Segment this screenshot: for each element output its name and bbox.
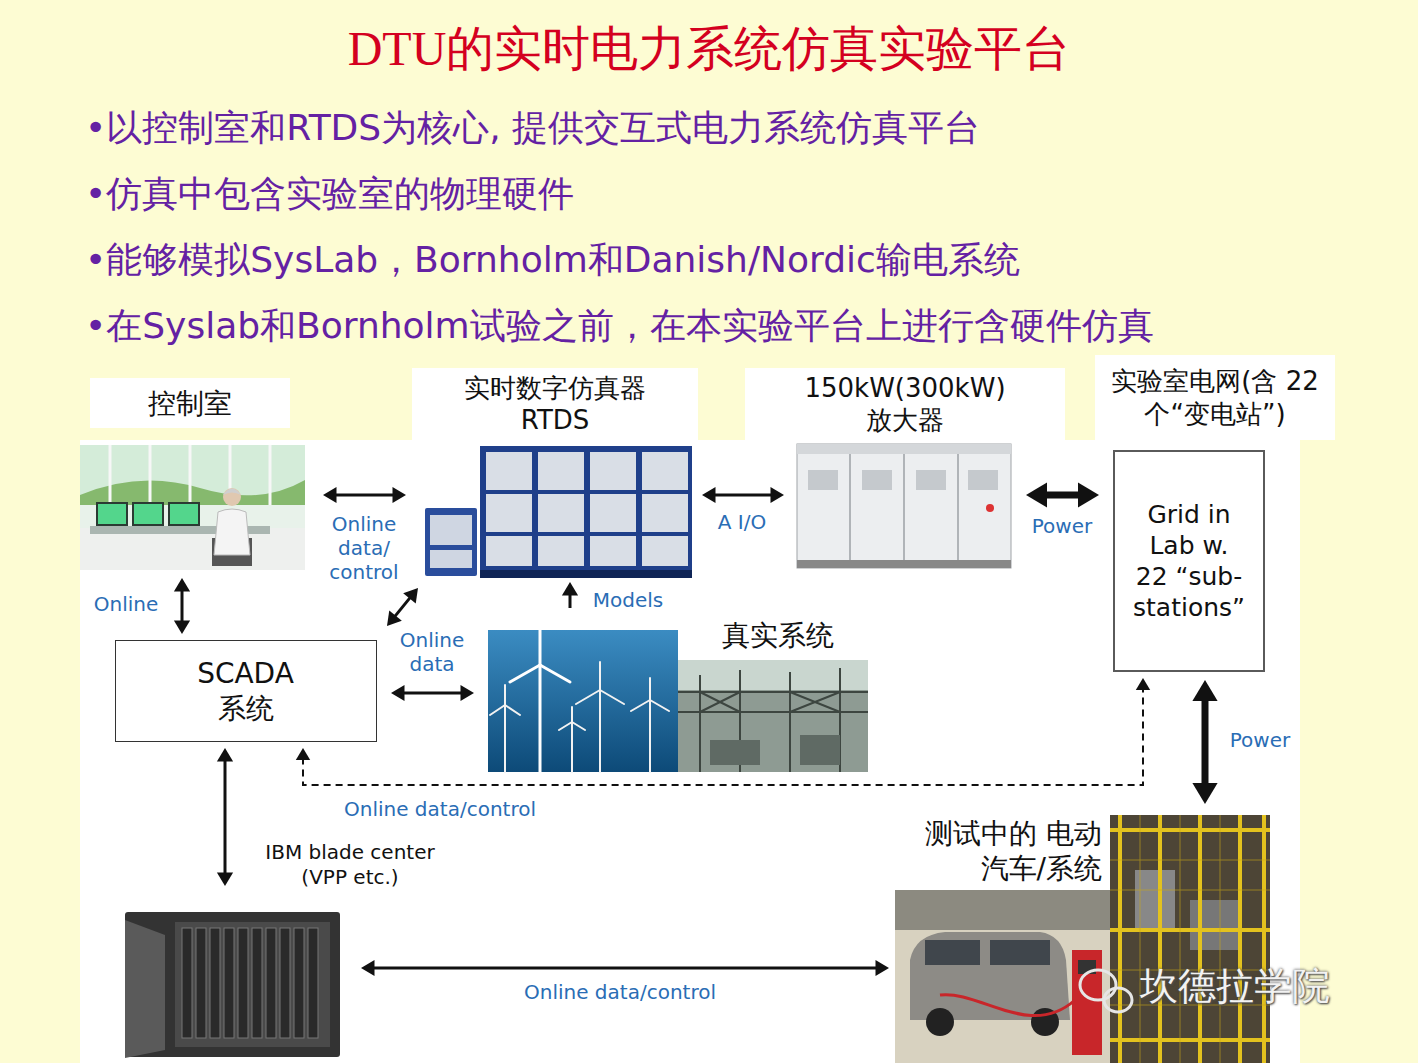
arrow-head — [1078, 482, 1099, 507]
connector — [323, 487, 406, 503]
substation-photo — [678, 660, 868, 772]
arrow-head — [296, 748, 310, 760]
bullet-point: •以控制室和RTDS为核心, 提供交互式电力系统仿真平台 — [85, 106, 980, 149]
diagram-title: DTU的实时电力系统仿真实验平台 — [0, 18, 1418, 80]
diagram-node: 控制室 — [80, 378, 305, 570]
edge-label: Online data/ control — [322, 512, 406, 584]
edge-label: Models — [586, 588, 670, 612]
edge-label: Online data — [392, 628, 472, 676]
arrow-head — [361, 960, 375, 976]
diagram-ground — [80, 440, 1300, 1063]
connector-line — [181, 589, 184, 623]
arrow-head — [217, 873, 233, 887]
edge-label: Online — [84, 592, 168, 616]
bullet-point: •能够模拟SysLab，Bornholm和Danish/Nordic输电系统 — [85, 238, 1020, 281]
arrow-head — [1136, 678, 1150, 690]
connector — [387, 588, 418, 626]
arrow-head — [174, 621, 190, 635]
connector-line — [1202, 697, 1209, 787]
connector — [1026, 482, 1099, 507]
diagram-node: IBM blade center (VPP etc.) — [115, 890, 355, 1060]
connector — [702, 487, 784, 503]
wechat-icon — [1080, 970, 1132, 1012]
edge-label: A I/O — [702, 510, 782, 534]
connector — [296, 678, 1150, 785]
arrow-head — [403, 588, 418, 604]
arrow-head — [1192, 783, 1217, 804]
arrow-head — [393, 487, 407, 503]
connector-line — [303, 688, 1143, 785]
connector — [217, 748, 233, 886]
control-room-picture — [80, 445, 305, 570]
arrow-head — [1026, 482, 1047, 507]
node-heading: 150kW(300kW) 放大器 — [745, 368, 1065, 440]
connector — [174, 578, 190, 634]
diagram-node: 测试中的 电动汽车/系统 — [895, 812, 1270, 1063]
connector-line — [402, 692, 463, 695]
connector-line — [372, 967, 878, 970]
arrow-head — [323, 487, 337, 503]
connector-line — [1043, 492, 1082, 499]
connector-line — [224, 759, 227, 875]
node-heading: 测试中的 电动汽车/系统 — [895, 812, 1110, 890]
arrow-head — [391, 685, 405, 701]
arrow-head — [1192, 680, 1217, 701]
diagram-node: SCADA 系统 — [115, 640, 377, 742]
node-heading: IBM blade center (VPP etc.) — [245, 840, 455, 890]
connector — [1192, 680, 1217, 804]
wind-farm-photo — [488, 630, 678, 772]
diagram-node: 150kW(300kW) 放大器 — [790, 368, 1020, 570]
rtds-cabinets — [425, 446, 692, 578]
arrow-head — [174, 578, 190, 592]
process-label: SCADA 系统 — [116, 641, 375, 740]
edge-label: Online data/control — [320, 797, 560, 821]
diagram-node: 真实系统 — [488, 612, 868, 772]
arrow-head — [461, 685, 475, 701]
arrow-head — [562, 582, 578, 596]
connector-line — [394, 596, 411, 617]
arrow-head — [771, 487, 785, 503]
arrow-head — [217, 748, 233, 762]
grid-box-label: Grid in Lab w. 22 “sub- stations” — [1113, 450, 1265, 672]
diagram-node: 实时数字仿真器 RTDS — [412, 368, 698, 578]
arrow-head — [702, 487, 716, 503]
edge-label: Online data/control — [500, 980, 740, 1004]
bullet-point: •在Syslab和Bornholm试验之前，在本实验平台上进行含硬件仿真 — [85, 304, 1154, 347]
arrow-head — [876, 960, 890, 976]
connector — [391, 685, 474, 701]
node-heading: 实验室电网(含 22个“变电站”) — [1095, 355, 1335, 440]
arrow-head — [387, 610, 402, 626]
edge-label: Power — [1022, 514, 1102, 538]
connector-line — [713, 494, 773, 497]
connector — [361, 960, 889, 976]
blade-server — [125, 912, 340, 1058]
node-heading: 控制室 — [90, 378, 290, 428]
watermark: 坎德拉学院 — [1140, 964, 1330, 1010]
node-heading: 真实系统 — [688, 612, 868, 658]
diagram-node: 实验室电网(含 22个“变电站”)Grid in Lab w. 22 “sub-… — [1105, 355, 1325, 672]
bullet-point: •仿真中包含实验室的物理硬件 — [85, 172, 574, 215]
amplifier-cabinet — [797, 444, 1011, 568]
node-heading: 实时数字仿真器 RTDS — [412, 368, 698, 440]
connector-line — [334, 494, 395, 497]
edge-label: Power — [1220, 728, 1300, 752]
connector — [562, 582, 578, 608]
